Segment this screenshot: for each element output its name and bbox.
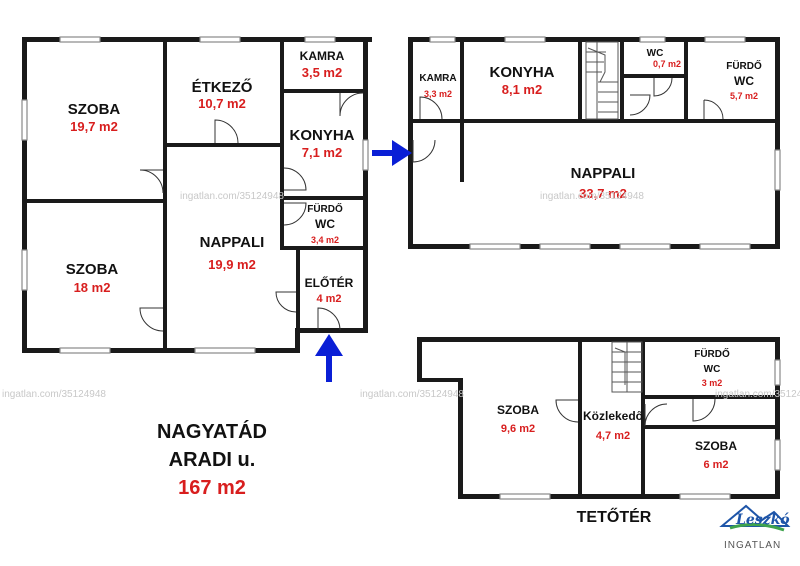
watermark-text: ingatlan.com/35124948 (180, 191, 284, 202)
room-name-furdo-2: FÜRDŐ (726, 59, 762, 72)
room-name-kozlekedo: Közlekedő (583, 409, 643, 423)
room-name-szoba-2: SZOBA (66, 261, 119, 278)
room-area-wc: 0,7 m2 (653, 59, 681, 69)
entrance-arrow-right (372, 140, 412, 166)
room-area-kamra-2: 3,3 m2 (424, 89, 452, 99)
room-area-szoba-2: 18 m2 (74, 280, 111, 295)
room-name-szoba-4: SZOBA (695, 439, 737, 453)
room-name-nappali-2: NAPPALI (571, 165, 636, 182)
room-area-etkezo: 10,7 m2 (198, 96, 246, 111)
upper-floor-windows (499, 359, 781, 500)
company-logo: Leszkó INGATLAN (719, 504, 791, 551)
staircase-ground (585, 41, 619, 120)
staircase-upper (611, 341, 643, 393)
logo-subtitle: INGATLAN (724, 540, 781, 551)
room-area-kamra-1: 3,5 m2 (302, 65, 342, 80)
watermark-text: ingatlan.com/35124948 (715, 389, 800, 400)
left-unit-walls (22, 37, 372, 353)
room-area-nappali-1: 19,9 m2 (208, 257, 256, 272)
right-unit-windows (429, 36, 781, 250)
room-name-kamra-1: KAMRA (300, 49, 345, 63)
watermarks: ingatlan.com/35124948 ingatlan.com/35124… (2, 191, 800, 400)
room-area-kozlekedo: 4,7 m2 (596, 430, 630, 442)
left-unit-windows (21, 36, 369, 354)
left-unit-doors (139, 92, 364, 332)
room-name-kamra-2: KAMRA (419, 73, 456, 84)
room-area-szoba-1: 19,7 m2 (70, 119, 118, 134)
right-unit-doors (412, 77, 724, 163)
room-area-konyha-1: 7,1 m2 (302, 145, 342, 160)
room-name-etkezo: ÉTKEZŐ (192, 78, 253, 96)
upper-floor-walls (417, 337, 780, 499)
room-area-szoba-3: 9,6 m2 (501, 423, 535, 435)
room-name-furdo-3: FÜRDŐ (694, 347, 730, 360)
address-street: ARADI u. (169, 449, 256, 471)
address-total-area: 167 m2 (178, 477, 246, 499)
watermark-text: ingatlan.com/35124948 (540, 191, 644, 202)
room-area-furdo-3: 3 m2 (702, 378, 723, 388)
watermark-text: ingatlan.com/35124948 (360, 389, 464, 400)
room-area-furdo-1: 3,4 m2 (311, 235, 339, 245)
logo-script: Leszkó (735, 512, 790, 528)
room-name-konyha-2: KONYHA (489, 64, 554, 81)
room-name-szoba-3: SZOBA (497, 403, 539, 417)
room-area-konyha-2: 8,1 m2 (502, 82, 542, 97)
room-name-eloter: ELŐTÉR (305, 275, 354, 290)
room-name2-furdo-1: WC (315, 217, 335, 231)
room-name-furdo-1: FÜRDŐ (307, 202, 343, 215)
room-area-szoba-4: 6 m2 (703, 459, 728, 471)
entrance-arrow-up (315, 334, 343, 382)
right-unit-walls (408, 37, 780, 249)
room-name2-furdo-3: WC (704, 364, 721, 375)
room-area-eloter: 4 m2 (316, 293, 341, 305)
room-name-szoba-1: SZOBA (68, 101, 121, 118)
room-area-furdo-2: 5,7 m2 (730, 91, 758, 101)
room-name2-furdo-2: WC (734, 74, 754, 88)
watermark-text: ingatlan.com/35124948 (2, 389, 106, 400)
address-city: NAGYATÁD (157, 420, 267, 443)
upper-floor-doors (555, 398, 716, 427)
upper-floor-label: TETŐTÉR (577, 507, 652, 526)
room-name-nappali-1: NAPPALI (200, 234, 265, 251)
room-area-nappali-2: 33,7 m2 (579, 186, 627, 201)
room-name-wc: WC (647, 48, 664, 59)
room-name-konyha-1: KONYHA (289, 127, 354, 144)
